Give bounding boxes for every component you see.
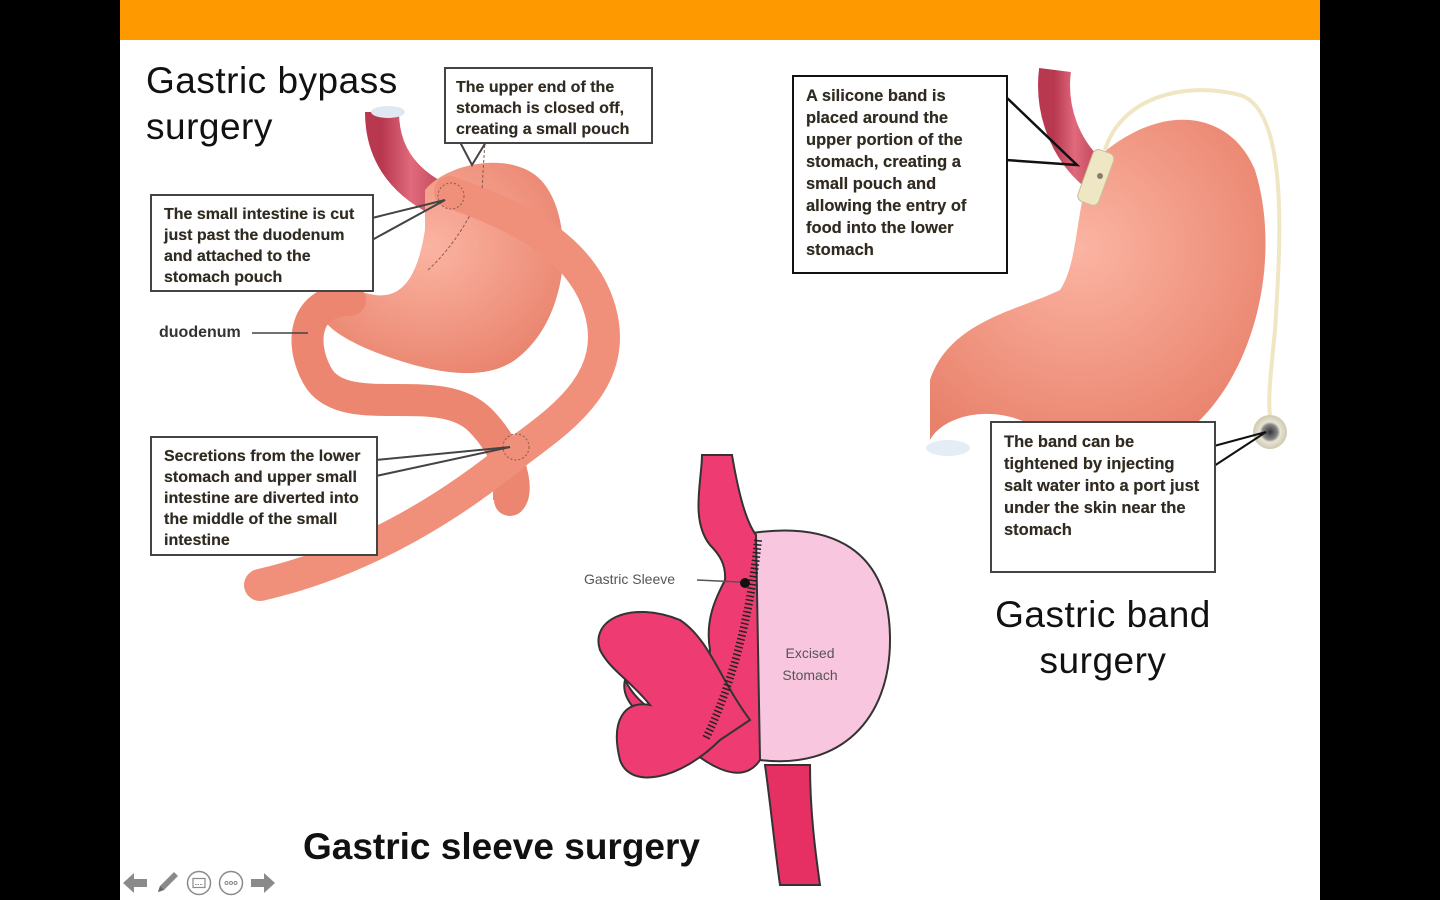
title-line: Gastric bypass (146, 60, 398, 101)
callout-secretions-diverted: Secretions from the lower stomach and up… (150, 436, 378, 556)
sleeve-illustration (597, 454, 892, 886)
subtitles-icon (186, 870, 212, 896)
label-excised-stomach: Excised Stomach (770, 642, 850, 686)
more-options-button[interactable] (218, 870, 244, 896)
subtitles-button[interactable] (186, 870, 212, 896)
arrow-right-icon (251, 873, 275, 893)
callout-small-intestine-cut: The small intestine is cut just past the… (150, 194, 374, 292)
callout-band-port: The band can be tightened by injecting s… (990, 421, 1216, 573)
slide: Gastric bypass surgery Gastric band surg… (120, 0, 1320, 900)
header-bar (120, 0, 1320, 40)
next-slide-button[interactable] (250, 870, 276, 896)
label-line: Stomach (782, 667, 838, 683)
label-line: Excised (785, 645, 835, 661)
band-illustration (926, 68, 1287, 456)
title-line: surgery (1039, 640, 1167, 682)
label-duodenum: duodenum (159, 324, 241, 341)
pen-tool-button[interactable] (154, 870, 180, 896)
title-gastric-sleeve: Gastric sleeve surgery (303, 826, 700, 867)
pencil-icon (158, 872, 178, 892)
arrow-left-icon (123, 873, 147, 893)
previous-slide-button[interactable] (122, 870, 148, 896)
title-line: surgery (146, 106, 273, 148)
presenter-controls (122, 866, 276, 900)
label-gastric-sleeve: Gastric Sleeve (584, 571, 676, 587)
callout-silicone-band: A silicone band is placed around the upp… (792, 75, 1008, 274)
title-gastric-band: Gastric band surgery (980, 592, 1226, 685)
bypass-illustration (244, 106, 620, 601)
title-line: Gastric band (995, 594, 1211, 635)
illustrations (244, 68, 1287, 886)
more-options-icon (218, 870, 244, 896)
title-gastric-bypass: Gastric bypass surgery (146, 58, 398, 151)
callout-upper-end-closed: The upper end of the stomach is closed o… (444, 67, 653, 144)
